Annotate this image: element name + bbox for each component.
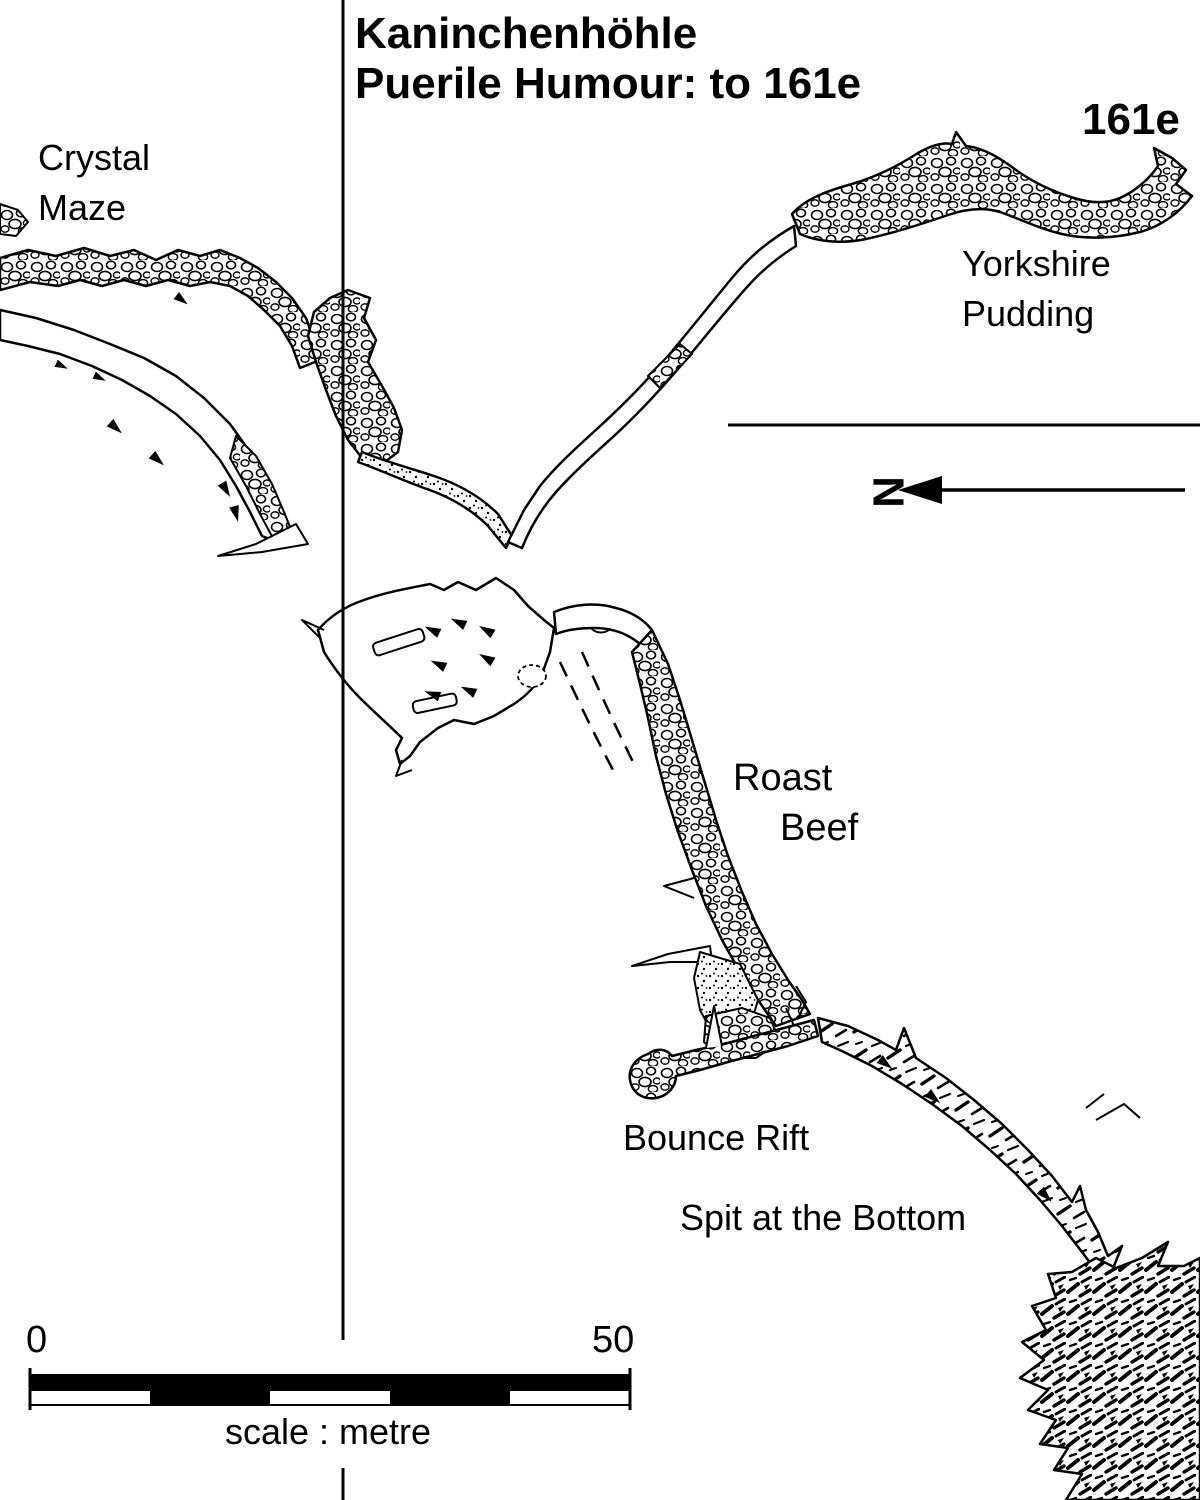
label-yorkshire-2: Pudding — [962, 293, 1094, 334]
spit-rift — [816, 1016, 1141, 1284]
scale-seg-4 — [390, 1390, 510, 1405]
passage-161e-cobble-patch — [647, 343, 693, 389]
presumed-passage-dashed — [558, 651, 638, 773]
map-title-line1: Kaninchenhöhle — [355, 9, 697, 58]
passage-161e-band — [790, 130, 1194, 243]
scale-bar: 0 50 scale : metre — [26, 1319, 634, 1452]
stipple-junction-band — [356, 450, 514, 550]
spit-rift-band — [816, 1016, 1124, 1284]
label-crystal-maze-2: Maze — [38, 187, 126, 228]
spit-rift-branch-lines — [1085, 1093, 1141, 1121]
roast-beef-band — [630, 628, 812, 1028]
scale-end: 50 — [592, 1319, 634, 1361]
passage-161e — [506, 130, 1194, 550]
label-roast-1: Roast — [733, 757, 833, 799]
maze-bottom-spur — [217, 523, 309, 557]
scale-bar-bottom-row — [29, 1389, 631, 1406]
pit-scallop — [517, 664, 547, 688]
label-roast-2: Beef — [780, 807, 859, 849]
scale-seg-2 — [150, 1390, 270, 1405]
maze-lower-band — [0, 308, 298, 546]
label-yorkshire-1: Yorkshire — [962, 243, 1111, 284]
scale-caption: scale : metre — [225, 1411, 431, 1452]
roast-beef-passage — [630, 628, 812, 1028]
chamber-outline — [316, 576, 556, 766]
bounce-rift-spur — [705, 1005, 723, 1049]
north-arrow-head — [898, 476, 942, 504]
roast-beef-west-nick — [663, 877, 695, 899]
breakdown-block — [372, 627, 426, 657]
maze-top-band — [0, 246, 322, 370]
waist-cobble-passage — [306, 288, 404, 466]
north-arrow: N — [865, 476, 1185, 508]
station-label: 161e — [1082, 95, 1180, 144]
bounce-rift-passage — [628, 1005, 820, 1100]
label-spit: Spit at the Bottom — [680, 1197, 966, 1238]
label-bounce-rift: Bounce Rift — [623, 1117, 809, 1158]
chamber-east-branch — [552, 603, 654, 646]
boulder-mass — [1018, 1240, 1200, 1500]
chamber-left-spur — [301, 619, 325, 639]
scale-bar-top-strip — [30, 1374, 630, 1390]
passage-161e-tail — [506, 224, 798, 550]
maze-edge-spur — [0, 203, 29, 237]
label-crystal-maze-1: Crystal — [38, 137, 150, 178]
scale-start: 0 — [26, 1319, 47, 1361]
chamber-foot — [395, 759, 413, 777]
bounce-rift-band — [628, 1018, 820, 1100]
map-title-line2: Puerile Humour: to 161e — [355, 59, 861, 108]
north-letter: N — [865, 476, 914, 508]
crystal-maze-complex — [0, 203, 322, 557]
